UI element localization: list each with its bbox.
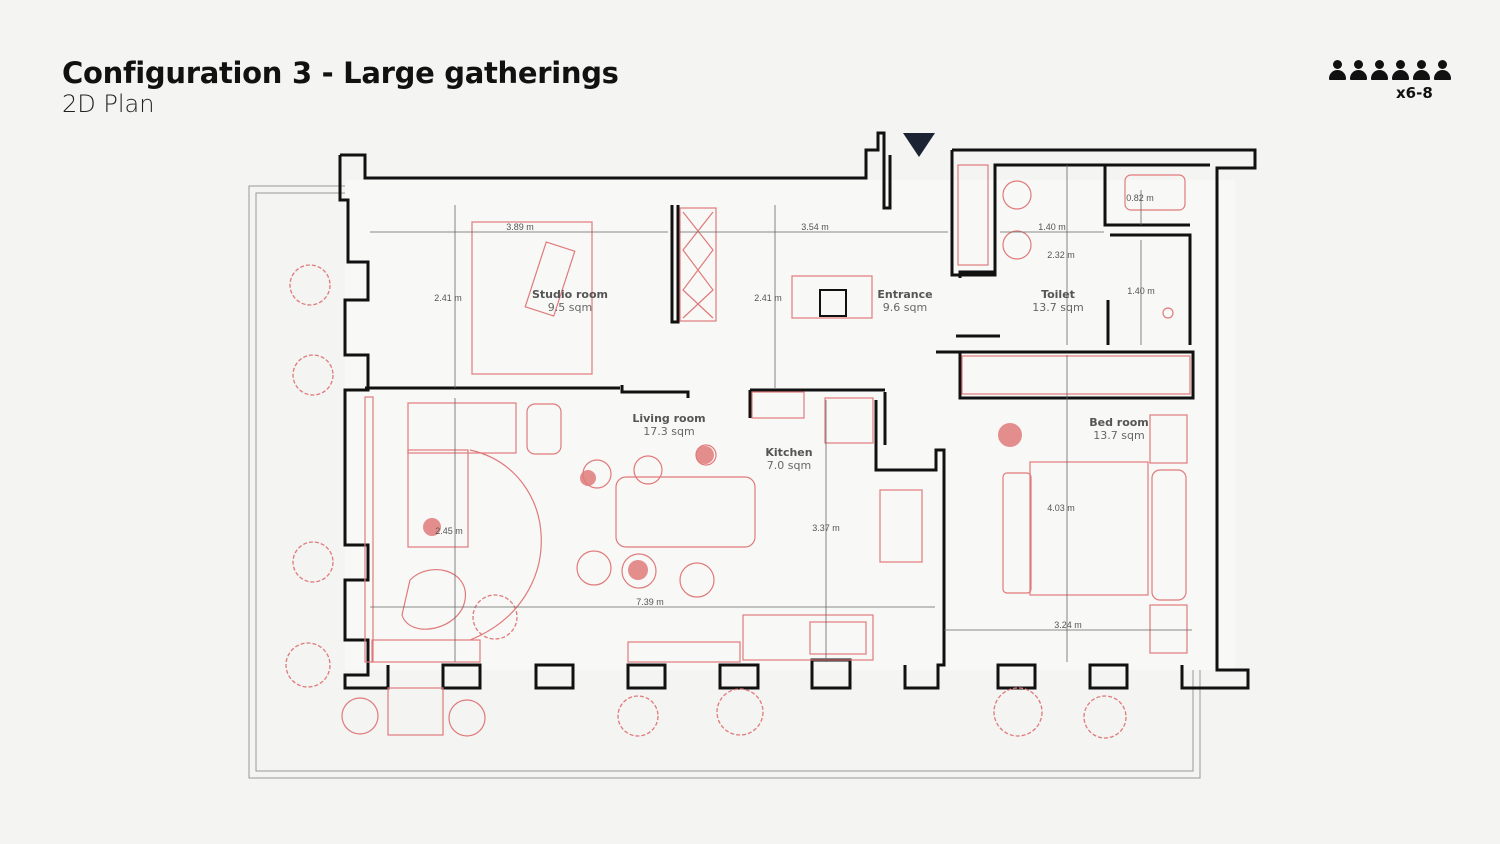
dim-label: 4.03 m [1047,503,1075,513]
page-title: Configuration 3 - Large gatherings [62,56,619,90]
dim-label: 2.41 m [754,293,782,303]
walls [338,131,1257,690]
person-icon [1349,60,1367,82]
person-icon [1328,60,1346,82]
room-name: Entrance [877,288,932,301]
room-area: 13.7 sqm [1093,429,1144,442]
room-area: 17.3 sqm [643,425,694,438]
person-icon [1370,60,1388,82]
dim-label: 3.89 m [506,222,534,232]
room-name: Studio room [532,288,608,301]
room-area: 7.0 sqm [767,459,811,472]
dim-label: 2.32 m [1047,250,1075,260]
dim-label: 3.54 m [801,222,829,232]
person-figures [423,423,1022,580]
room-area: 9.5 sqm [548,301,592,314]
dim-label: 1.40 m [1038,222,1066,232]
room-name: Toilet [1041,288,1075,301]
room-area: 9.6 sqm [883,301,927,314]
people-icon [1328,60,1451,82]
dimension-labels: 3.89 m 3.54 m 2.41 m 2.41 m 1.40 m 2.32 … [434,193,1155,630]
dim-label: 2.45 m [435,526,463,536]
dim-label: 1.40 m [1127,286,1155,296]
dim-label: 3.37 m [812,523,840,533]
room-labels: Studio room 9.5 sqm Entrance 9.6 sqm Toi… [532,288,1149,472]
person-icon [1412,60,1430,82]
person-icon [1433,60,1451,82]
person-icon [1391,60,1409,82]
plant-icons [285,264,1127,739]
floor-area [345,180,1235,670]
room-name: Bed room [1089,416,1149,429]
room-name: Kitchen [765,446,812,459]
entrance-marker-icon [903,133,935,157]
dim-label: 2.41 m [434,293,462,303]
furniture [341,164,1191,737]
room-name: Living room [632,412,705,425]
dim-label: 7.39 m [636,597,664,607]
room-area: 13.7 sqm [1032,301,1083,314]
dimension-lines [370,165,1192,662]
page-subtitle: 2D Plan [62,90,155,118]
dim-label: 0.82 m [1126,193,1154,203]
capacity-label: x6-8 [1396,84,1433,102]
dim-label: 3.24 m [1054,620,1082,630]
